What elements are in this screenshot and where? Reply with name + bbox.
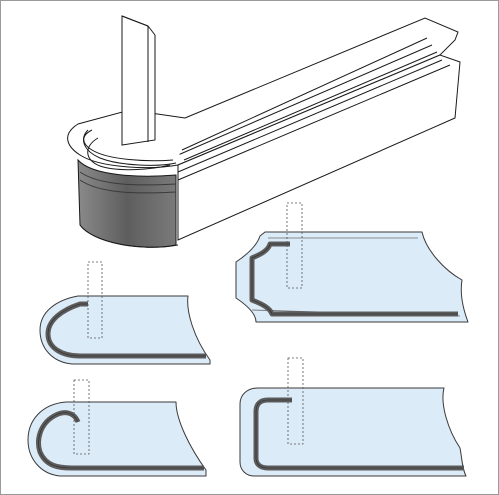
rail-groove-line <box>183 51 438 161</box>
corner-rail-perspective <box>67 15 461 248</box>
profile-square-bottom-right <box>239 357 467 477</box>
rail-groove-line <box>177 44 433 156</box>
dowel-slot <box>286 202 303 289</box>
rail-side-face <box>177 54 461 241</box>
profile-ogee-top-right <box>235 202 469 323</box>
edge-band-ogee-outline <box>251 243 458 315</box>
rail-bottom-curve <box>79 224 179 248</box>
channel-cap <box>87 137 171 171</box>
rail-edge-line <box>177 59 443 173</box>
edge-band-highlight <box>79 171 177 186</box>
profile-round-bottom-left <box>27 379 207 477</box>
rail-groove-line <box>181 37 428 151</box>
rail-inner-lip <box>83 129 177 166</box>
profile-body <box>235 231 469 323</box>
edge-band-highlight <box>79 179 177 194</box>
dowel-slot <box>287 357 304 445</box>
edge-band-round-outline <box>38 412 204 469</box>
profile-body <box>39 295 211 365</box>
edge-band-rounded <box>77 158 177 248</box>
profile-body <box>27 401 207 477</box>
edge-band-square-outline <box>255 399 464 469</box>
profile-body <box>239 387 467 477</box>
edge-band-hook-outline <box>47 303 206 357</box>
dowel-slot <box>87 261 103 339</box>
profile-hook-middle-left <box>39 261 211 365</box>
rail-edge-line <box>177 64 451 181</box>
rail-end-inner-rim <box>83 129 174 162</box>
dowel-slot <box>73 379 90 455</box>
upright-post-top <box>121 15 149 27</box>
upright-post <box>121 15 156 146</box>
